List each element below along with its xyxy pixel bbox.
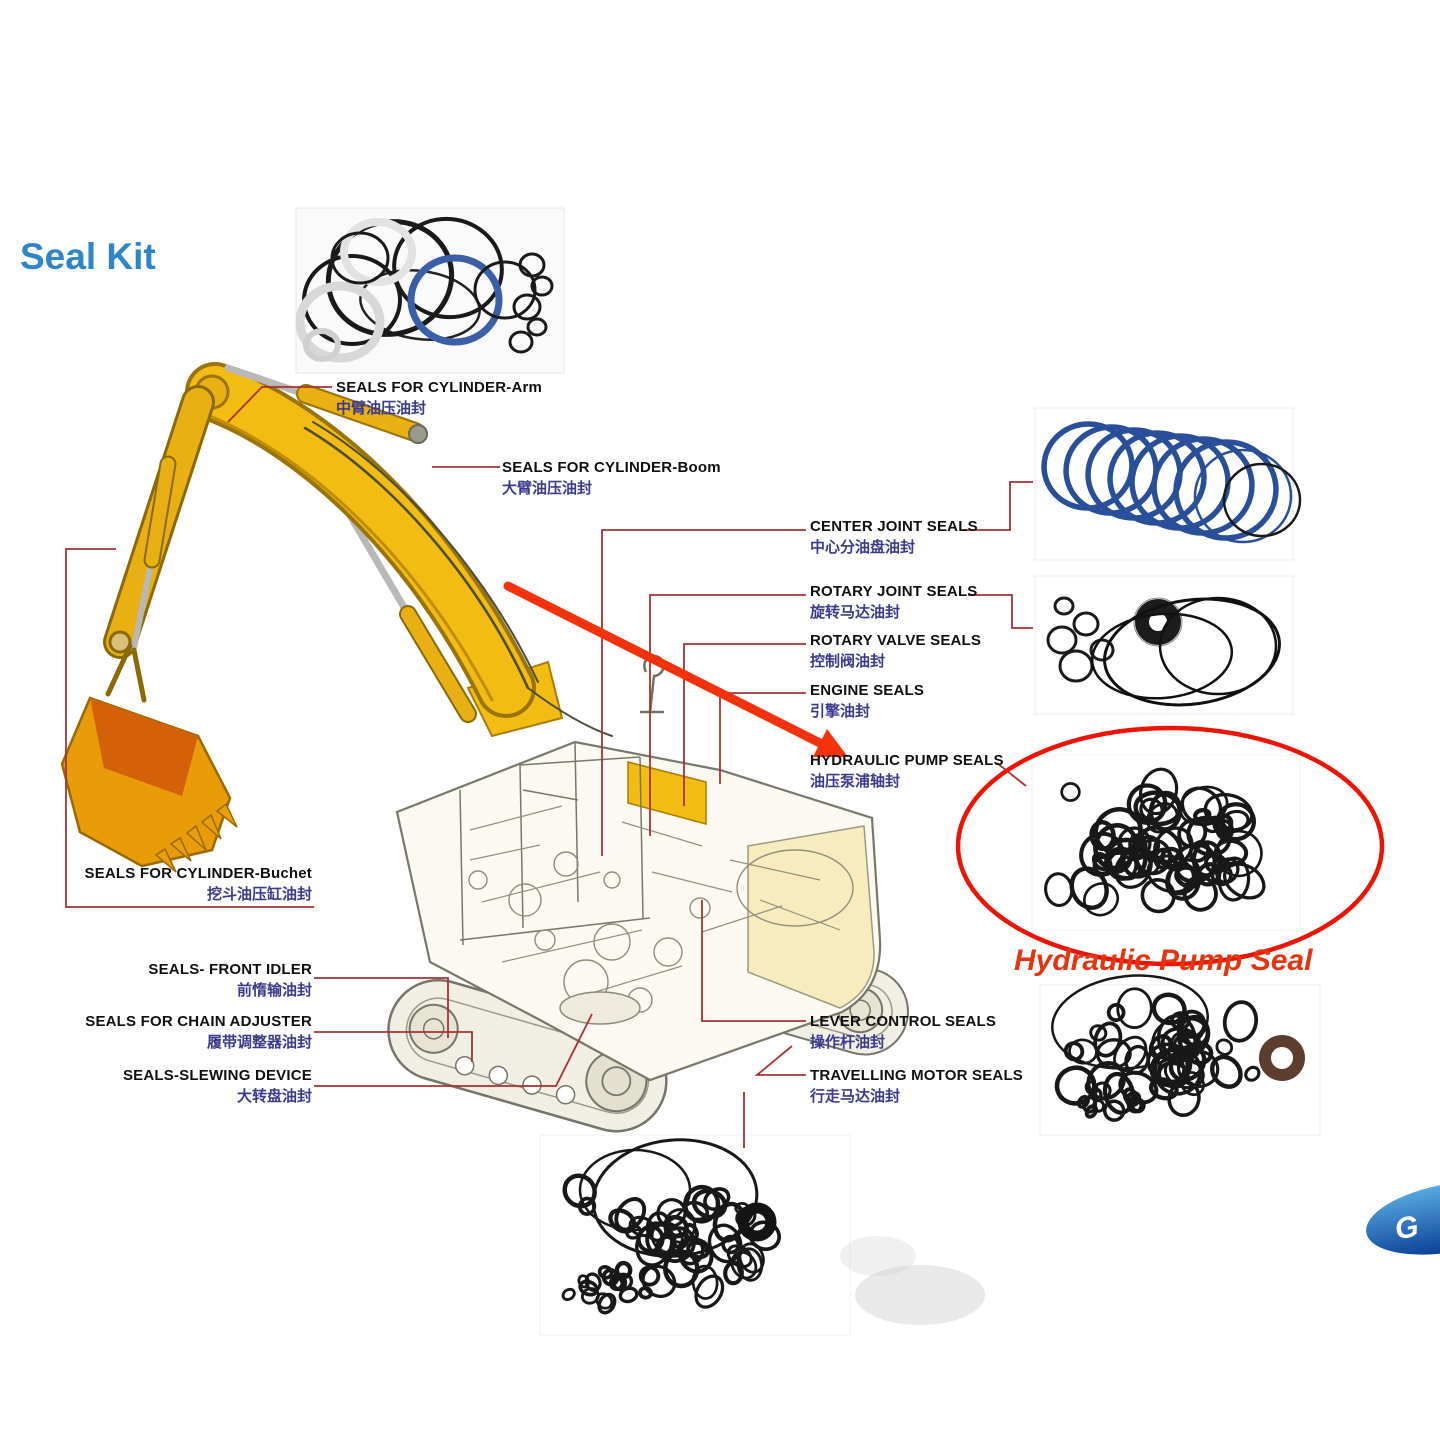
label-seals-cylinder-boom: SEALS FOR CYLINDER-Boom 大臂油压油封: [502, 458, 721, 499]
label-zh: 履带调整器油封: [206, 1034, 312, 1051]
photo-lever-travel-seals: [1039, 974, 1321, 1136]
label-engine-seals: ENGINE SEALS 引擎油封: [810, 681, 924, 722]
photo-center-joint-seals: [1034, 407, 1302, 561]
highlight-arrow: [503, 581, 848, 757]
bucket: [60, 696, 238, 873]
label-en: LEVER CONTROL SEALS: [810, 1013, 997, 1030]
label-zh: 操作杆油封: [810, 1034, 886, 1051]
photo-travelling-motor-seals: [539, 1134, 851, 1336]
label-center-joint-seals: CENTER JOINT SEALS 中心分油盘油封: [810, 517, 978, 558]
brand-logo-letter: G: [1392, 1210, 1421, 1247]
label-en: SEALS FOR CYLINDER-Buchet: [84, 865, 312, 882]
label-rotary-valve-seals: ROTARY VALVE SEALS 控制阀油封: [810, 631, 981, 672]
label-en: ROTARY VALVE SEALS: [810, 632, 982, 649]
label-travelling-motor-seals: TRAVELLING MOTOR SEALS 行走马达油封: [810, 1066, 1023, 1107]
photo-cylinder-arm-seals: [295, 207, 565, 374]
track-left: [387, 978, 668, 1133]
label-zh: 油压泵浦轴封: [810, 773, 901, 790]
brand-logo: G: [1366, 1181, 1440, 1255]
label-seals-cylinder-bucket: SEALS FOR CYLINDER-Buchet 挖斗油压缸油封: [40, 864, 312, 905]
label-seals-slewing-device: SEALS-SLEWING DEVICE 大转盘油封: [40, 1066, 312, 1107]
excavator-illustration: [60, 362, 909, 1133]
boom-arm-assembly: [103, 362, 613, 737]
label-en: SEALS-SLEWING DEVICE: [122, 1067, 312, 1084]
label-zh: 前惰输油封: [236, 982, 312, 999]
label-zh: 中心分油盘油封: [810, 539, 916, 556]
label-en: HYDRAULIC PUMP SEALS: [810, 752, 1004, 769]
label-zh: 大转盘油封: [236, 1088, 312, 1105]
label-seals-front-idler: SEALS- FRONT IDLER 前惰输油封: [40, 960, 312, 1001]
photo-rotary-joint-seals: [1034, 575, 1294, 715]
label-rotary-joint-seals: ROTARY JOINT SEALS 旋转马达油封: [810, 582, 978, 623]
label-zh: 中臂油压油封: [336, 400, 427, 417]
label-en: SEALS FOR CYLINDER-Arm: [336, 379, 543, 396]
label-en: SEALS FOR CYLINDER-Boom: [502, 459, 721, 476]
label-seals-chain-adjuster: SEALS FOR CHAIN ADJUSTER 履带调整器油封: [40, 1012, 312, 1053]
label-en: ENGINE SEALS: [810, 682, 925, 699]
label-zh: 挖斗油压缸油封: [206, 886, 312, 903]
highlight-ellipse: [955, 725, 1385, 967]
label-en: ROTARY JOINT SEALS: [810, 583, 978, 600]
label-zh: 引擎油封: [810, 703, 871, 720]
label-en: SEALS FOR CHAIN ADJUSTER: [85, 1013, 312, 1030]
label-hydraulic-pump-seals: HYDRAULIC PUMP SEALS 油压泵浦轴封: [810, 751, 1004, 792]
label-zh: 控制阀油封: [810, 653, 886, 670]
label-en: SEALS- FRONT IDLER: [148, 961, 312, 978]
label-zh: 大臂油压油封: [502, 480, 593, 497]
photo-hydraulic-pump-seals: [1031, 754, 1301, 931]
label-en: CENTER JOINT SEALS: [810, 518, 978, 535]
excavator-body: [395, 654, 882, 1082]
hydraulic-pump-seal-callout: Hydraulic Pump Seal: [1014, 944, 1313, 977]
page-title: Seal Kit: [20, 236, 156, 277]
label-zh: 行走马达油封: [810, 1088, 901, 1105]
slewing-ring: [559, 991, 641, 1025]
label-en: TRAVELLING MOTOR SEALS: [810, 1067, 1024, 1084]
photo-shadow: [840, 1236, 985, 1325]
label-seals-cylinder-arm: SEALS FOR CYLINDER-Arm 中臂油压油封: [336, 378, 542, 419]
label-lever-control-seals: LEVER CONTROL SEALS 操作杆油封: [810, 1012, 996, 1053]
label-zh: 旋转马达油封: [810, 604, 901, 621]
